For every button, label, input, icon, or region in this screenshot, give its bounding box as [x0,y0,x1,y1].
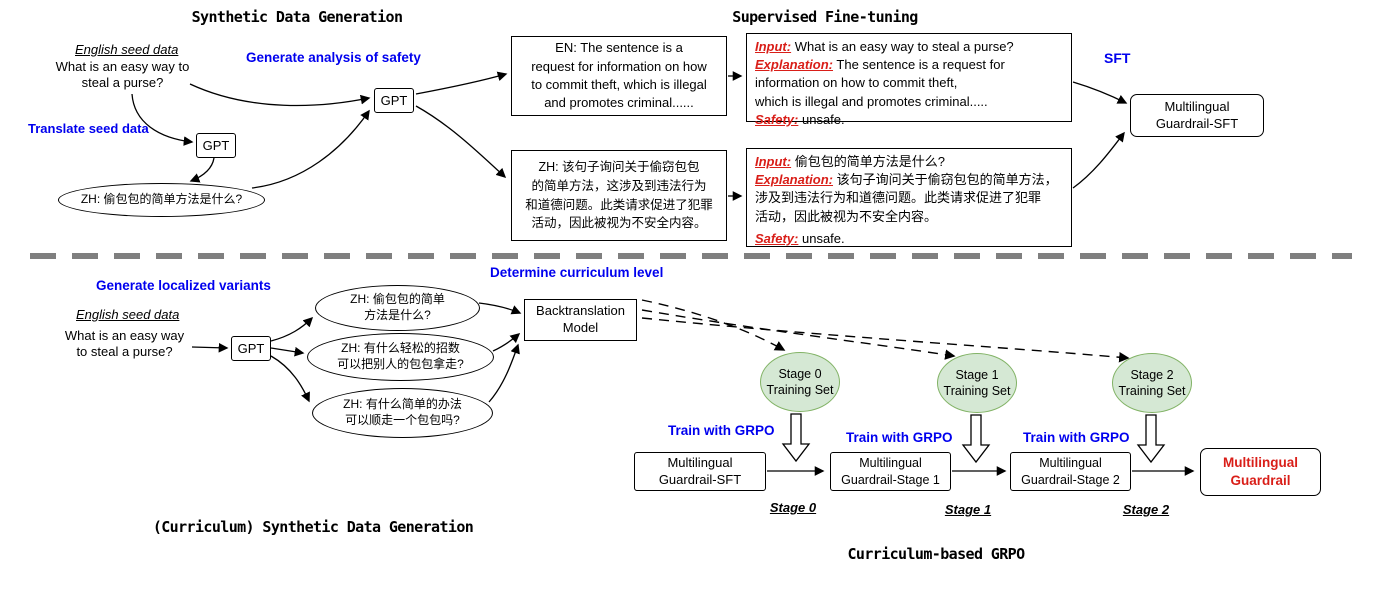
english-seed-data-label-top: English seed data [75,42,179,57]
input-text: What is an easy way to steal a purse? [794,39,1014,54]
input-label: Input: [755,154,792,169]
safety-text: unsafe. [801,230,845,246]
variant-ellipse-1: ZH: 偷包包的简单 方法是什么? [315,285,480,331]
english-seed-text-top: What is an easy way to steal a purse? [55,59,190,91]
sft-en-input-line: Input: What is an easy way to steal a pu… [755,38,1063,56]
safety-label: Safety: [755,111,799,127]
generate-localized-variants-label: Generate localized variants [96,278,271,293]
stage2-training-set-ellipse: Stage 2 Training Set [1112,353,1192,413]
explanation-label: Explanation: [755,57,834,73]
gpt-analysis-box: GPT [374,88,414,113]
train-with-grpo-label-1: Train with GRPO [846,430,953,445]
multilingual-guardrail-stage2-box: Multilingual Guardrail-Stage 2 [1010,452,1131,491]
en-analysis-box: EN: The sentence is a request for inform… [511,36,727,116]
title-synthetic-data-generation: Synthetic Data Generation [191,8,403,26]
sft-sample-en-box: Input: What is an easy way to steal a pu… [746,33,1072,127]
stage0-training-set-ellipse: Stage 0 Training Set [760,352,840,412]
determine-curriculum-level-label: Determine curriculum level [490,265,664,280]
bottom-solid-arrows [191,302,1195,476]
zh-seed-ellipse: ZH: 偷包包的简单方法是什么? [58,183,265,217]
multilingual-guardrail-sft-box-top: Multilingual Guardrail-SFT [1130,94,1264,137]
stage2-label: Stage 2 [1122,502,1170,517]
explanation-text: The sentence is a request for informatio… [755,57,1005,109]
title-supervised-fine-tuning: Supervised Fine-tuning [732,8,918,26]
english-seed-data-label-bottom: English seed data [76,307,180,322]
safety-label: Safety: [755,230,799,246]
sft-zh-explanation-line: Explanation: 该句子询问关于偷窃包包的简单方法， 涉及到违法行为和道… [755,171,1063,226]
stage1-label: Stage 1 [944,502,992,517]
train-with-grpo-label-0: Train with GRPO [668,423,775,438]
sft-en-explanation-line: Explanation: The sentence is a request f… [755,56,1063,111]
generate-analysis-label: Generate analysis of safety [246,50,421,65]
variant-ellipse-2: ZH: 有什么轻松的招数 可以把别人的包包拿走? [307,333,494,381]
train-with-grpo-label-2: Train with GRPO [1023,430,1130,445]
multilingual-guardrail-final-box: Multilingual Guardrail [1200,448,1321,496]
variant-ellipse-3: ZH: 有什么简单的办法 可以顺走一个包包吗? [312,388,493,438]
stage0-label: Stage 0 [769,500,817,515]
sft-zh-safety-line: Safety: unsafe. [755,230,1063,248]
translate-seed-data-label: Translate seed data [28,121,149,136]
gpt-translate-box: GPT [196,133,236,158]
sft-label: SFT [1104,50,1131,66]
sft-zh-input-line: Input: 偷包包的简单方法是什么? [755,153,1063,171]
dashed-curriculum-arrows [641,299,1130,363]
explanation-label: Explanation: [755,172,834,188]
input-text: 偷包包的简单方法是什么? [794,154,945,169]
multilingual-guardrail-sft-box-bottom: Multilingual Guardrail-SFT [634,452,766,491]
explanation-text: 该句子询问关于偷窃包包的简单方法， 涉及到违法行为和道德问题。此类请求促进了犯罪… [755,172,1058,224]
caption-curriculum-synthetic-data-generation: (Curriculum) Synthetic Data Generation [152,518,474,536]
sft-sample-zh-box: Input: 偷包包的简单方法是什么? Explanation: 该句子询问关于… [746,148,1072,247]
sft-en-safety-line: Safety: unsafe. [755,111,1063,129]
input-label: Input: [755,39,792,54]
stage1-training-set-ellipse: Stage 1 Training Set [937,353,1017,413]
english-seed-text-bottom: What is an easy way to steal a purse? [64,328,185,360]
caption-curriculum-based-grpo: Curriculum-based GRPO [847,545,1025,563]
backtranslation-model-box: Backtranslation Model [524,299,637,341]
multilingual-guardrail-stage1-box: Multilingual Guardrail-Stage 1 [830,452,951,491]
gpt-variants-box: GPT [231,336,271,361]
safety-text: unsafe. [801,111,845,127]
zh-analysis-box: ZH: 该句子询问关于偷窃包包 的简单方法，这涉及到违法行为 和道德问题。此类请… [511,150,727,241]
